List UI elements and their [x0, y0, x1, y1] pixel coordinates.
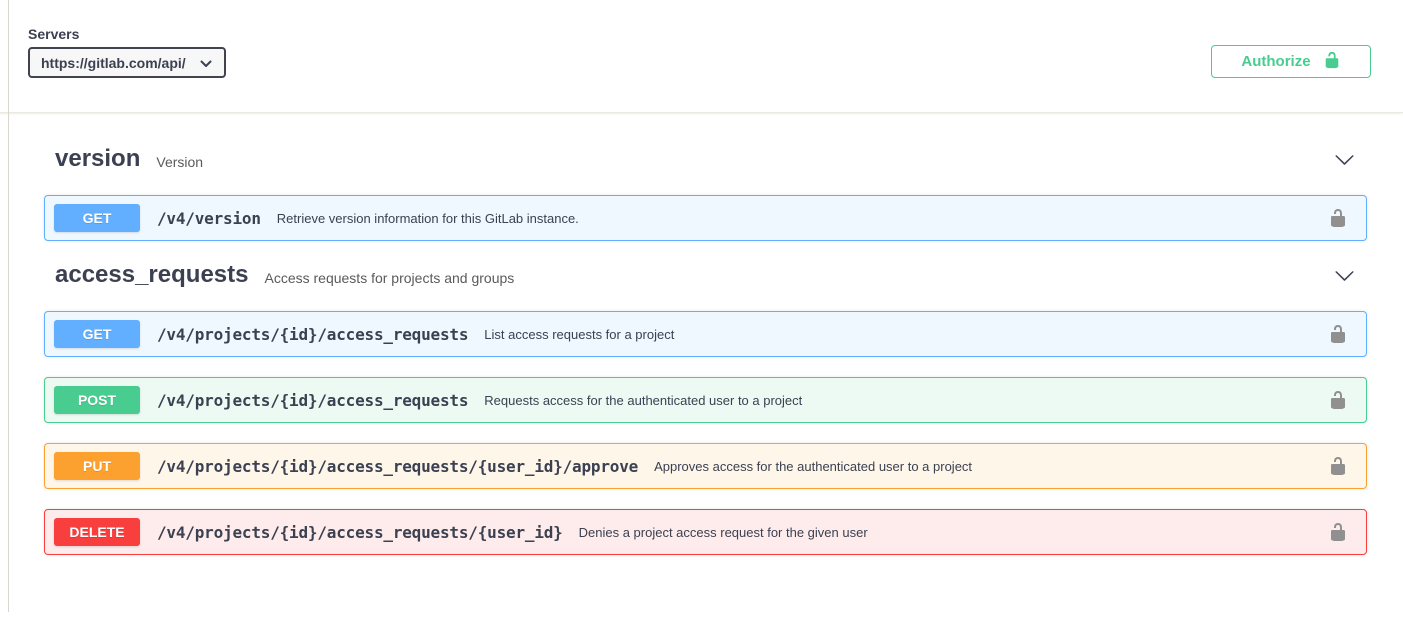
method-badge: GET	[54, 204, 140, 232]
operation-path: /v4/projects/{id}/access_requests	[157, 390, 469, 410]
operation-row[interactable]: POST /v4/projects/{id}/access_requests R…	[44, 377, 1367, 423]
scheme-bar: Servers https://gitlab.com/api/ Authoriz…	[0, 0, 1403, 113]
authorize-label: Authorize	[1241, 53, 1311, 70]
operation-path: /v4/projects/{id}/access_requests/{user_…	[157, 522, 563, 542]
operation-path: /v4/version	[157, 208, 261, 228]
section-header[interactable]: version Version	[44, 145, 1367, 173]
unlocked-padlock-icon[interactable]	[1324, 320, 1352, 348]
operation-row[interactable]: PUT /v4/projects/{id}/access_requests/{u…	[44, 443, 1367, 489]
servers-label: Servers	[28, 26, 80, 42]
operation-path: /v4/projects/{id}/access_requests/{user_…	[157, 456, 639, 476]
operation-summary: Approves access for the authenticated us…	[654, 459, 973, 474]
unlocked-padlock-icon[interactable]	[1324, 518, 1352, 546]
operation-list: GET /v4/projects/{id}/access_requests Li…	[44, 311, 1367, 555]
method-badge: GET	[54, 320, 140, 348]
unlocked-padlock-icon	[1323, 51, 1341, 73]
method-badge: DELETE	[54, 518, 140, 546]
operation-summary: Denies a project access request for the …	[578, 525, 868, 540]
method-badge: POST	[54, 386, 140, 414]
operation-row[interactable]: GET /v4/version Retrieve version informa…	[44, 195, 1367, 241]
server-select[interactable]: https://gitlab.com/api/	[28, 47, 226, 78]
server-select-value: https://gitlab.com/api/	[41, 54, 186, 71]
chevron-down-icon	[200, 60, 212, 68]
operation-row[interactable]: DELETE /v4/projects/{id}/access_requests…	[44, 509, 1367, 555]
section-header[interactable]: access_requests Access requests for proj…	[44, 261, 1367, 289]
method-badge: PUT	[54, 452, 140, 480]
api-section: access_requests Access requests for proj…	[44, 261, 1367, 555]
operation-row[interactable]: GET /v4/projects/{id}/access_requests Li…	[44, 311, 1367, 357]
page-left-hairline	[8, 0, 9, 612]
section-title: version	[55, 145, 141, 172]
api-section: version Version GET /v4/version Retrieve…	[44, 145, 1367, 241]
api-sections: version Version GET /v4/version Retrieve…	[0, 113, 1403, 555]
operation-summary: List access requests for a project	[484, 327, 675, 342]
servers-block: Servers https://gitlab.com/api/	[28, 26, 226, 78]
section-description: Version	[156, 154, 204, 170]
unlocked-padlock-icon[interactable]	[1324, 204, 1352, 232]
unlocked-padlock-icon[interactable]	[1324, 386, 1352, 414]
section-title: access_requests	[55, 261, 249, 288]
chevron-down-icon[interactable]	[1334, 265, 1357, 286]
operation-summary: Retrieve version information for this Gi…	[276, 211, 579, 226]
section-description: Access requests for projects and groups	[264, 270, 515, 286]
operation-list: GET /v4/version Retrieve version informa…	[44, 195, 1367, 241]
operation-path: /v4/projects/{id}/access_requests	[157, 324, 469, 344]
chevron-down-icon[interactable]	[1334, 149, 1357, 170]
unlocked-padlock-icon[interactable]	[1324, 452, 1352, 480]
authorize-button[interactable]: Authorize	[1211, 45, 1371, 78]
operation-summary: Requests access for the authenticated us…	[484, 393, 803, 408]
